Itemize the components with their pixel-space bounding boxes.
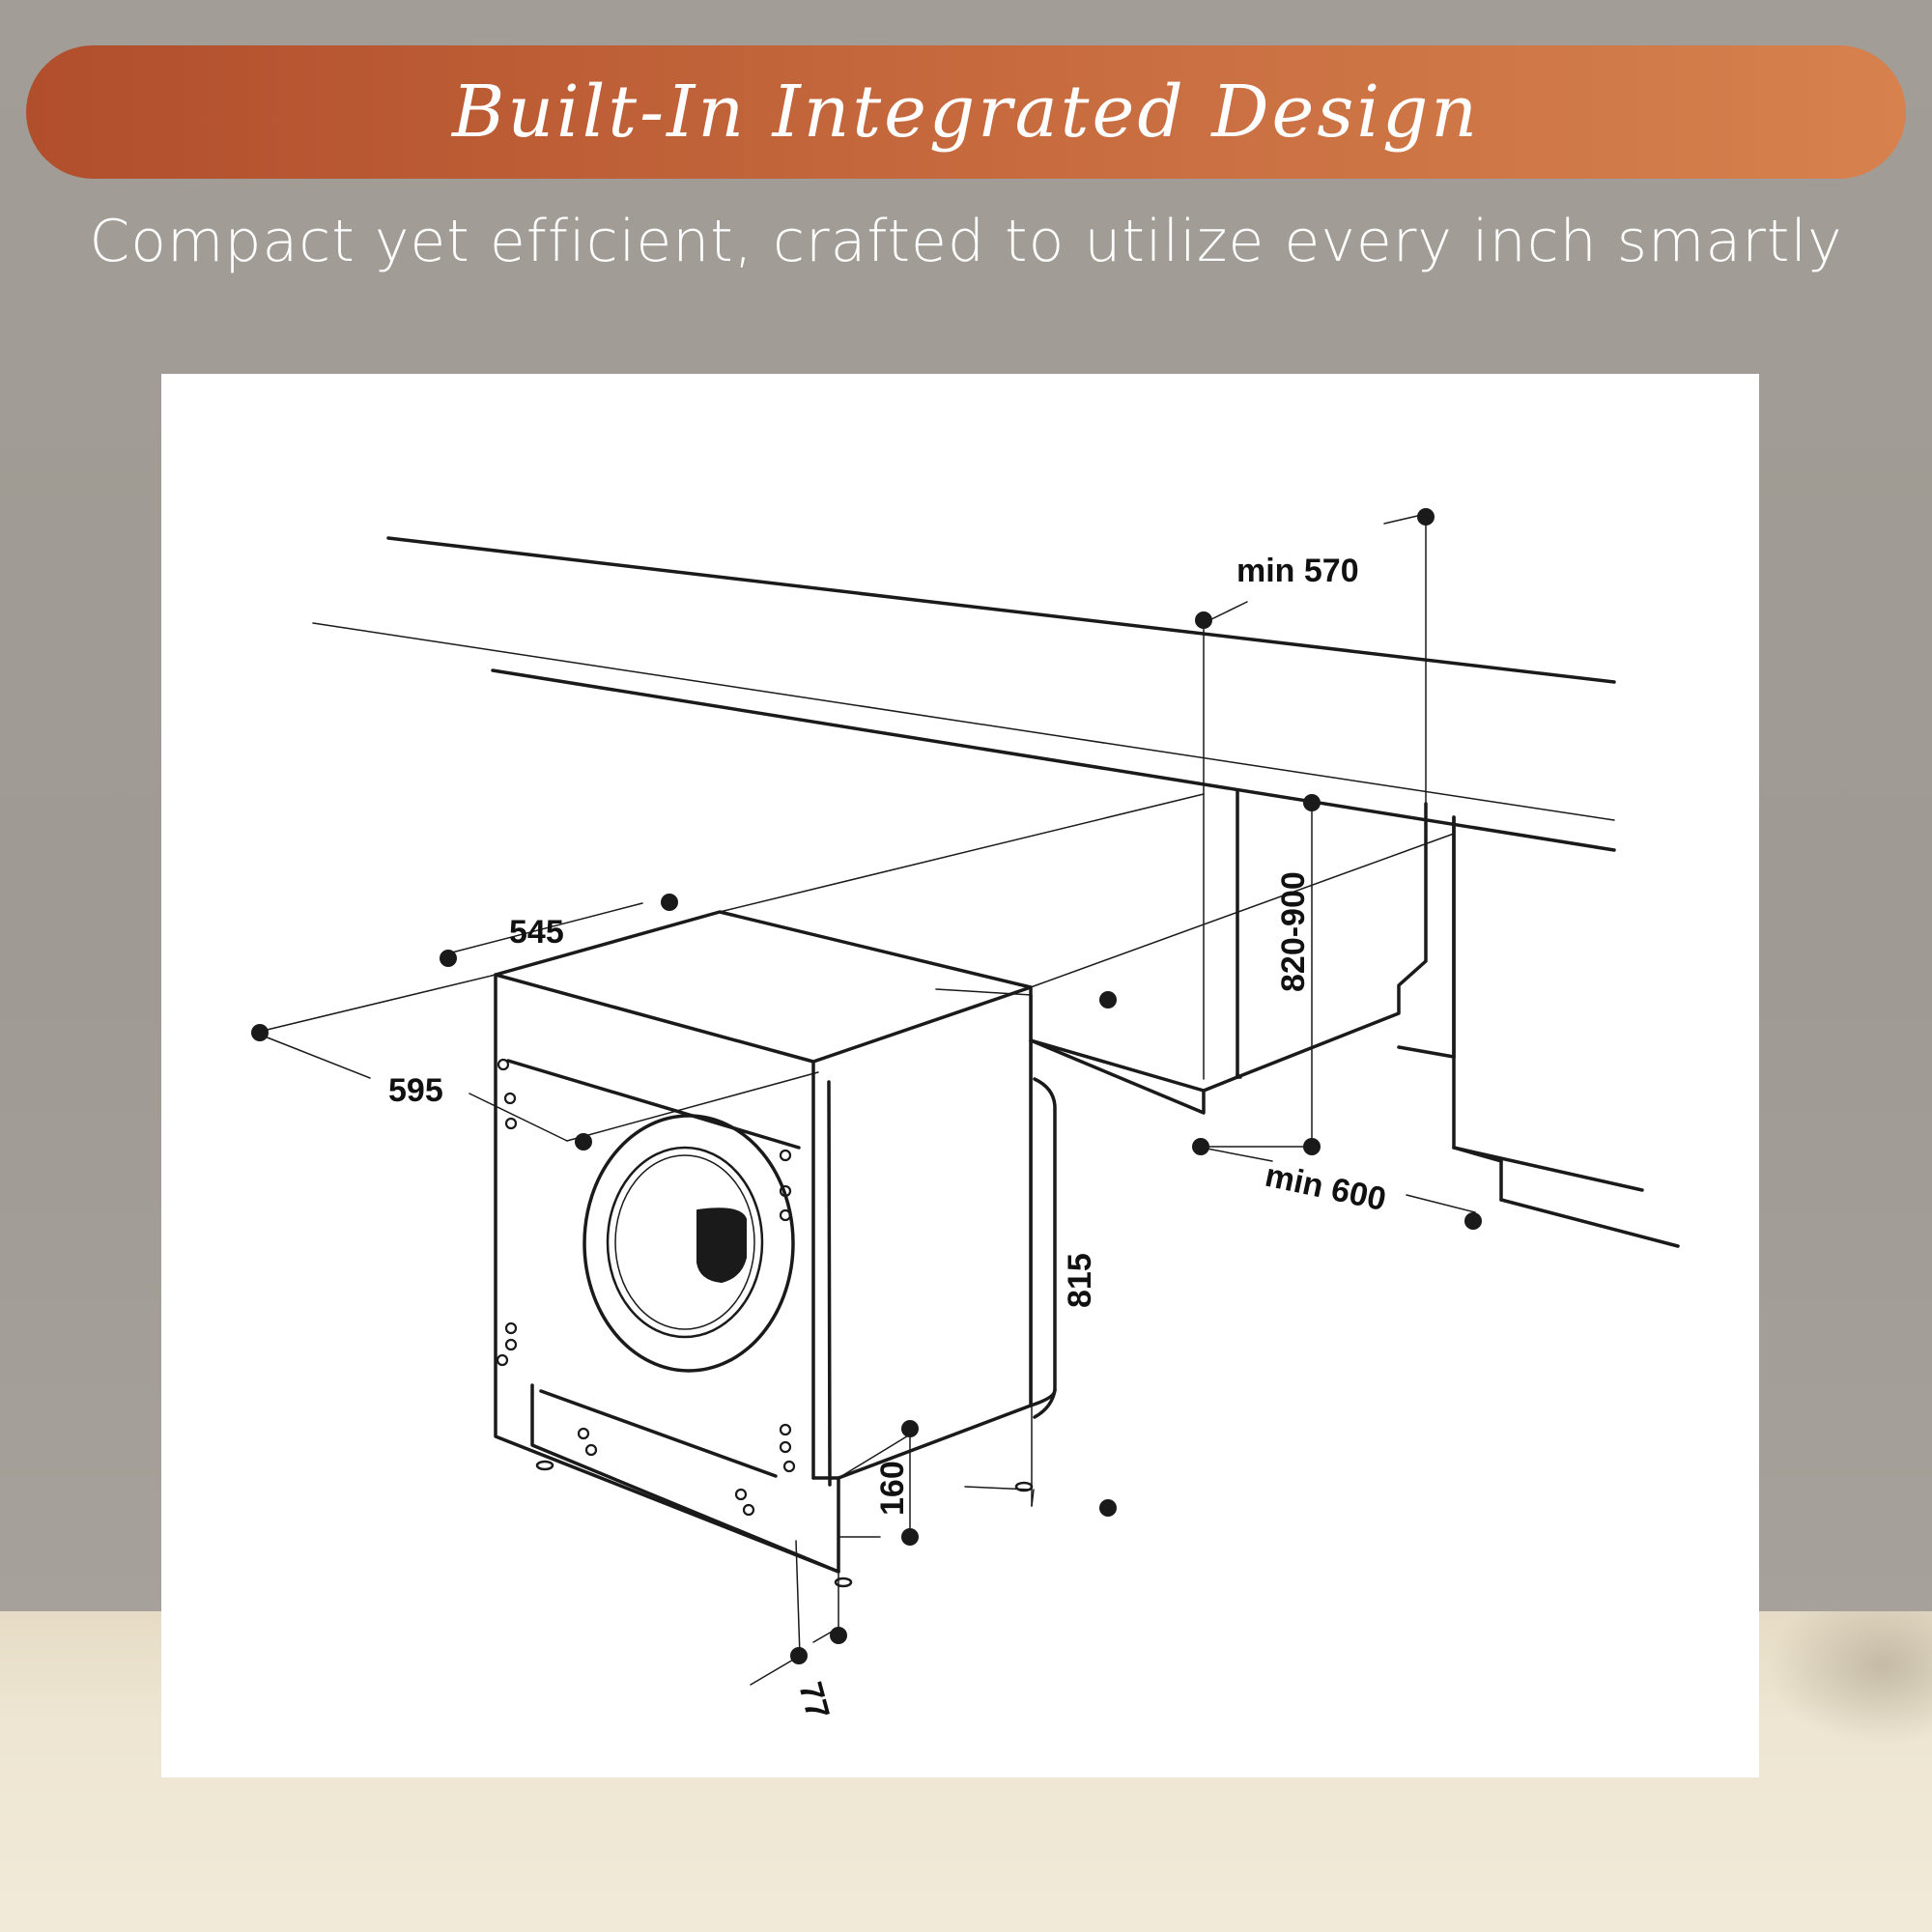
label-820-900: 820-900 <box>1275 871 1312 992</box>
label-min-570: min 570 <box>1236 553 1359 589</box>
diagram-panel: min 570 545 595 820-900 min 600 815 160 … <box>161 374 1759 1777</box>
label-595: 595 <box>388 1072 443 1109</box>
washing-machine <box>494 910 1057 1574</box>
title-banner: Built-In Integrated Design <box>26 45 1906 179</box>
label-min-600: min 600 <box>1262 1157 1389 1218</box>
screw-holes <box>496 1058 796 1517</box>
floor-shadow <box>1768 1611 1932 1747</box>
machine-door <box>582 1114 795 1373</box>
niche-outline <box>1029 789 1680 1248</box>
countertop-lines <box>386 536 1616 852</box>
dimension-dots <box>251 508 1482 1664</box>
dimension-diagram: min 570 545 595 820-900 min 600 815 160 … <box>251 508 1680 1723</box>
label-160: 160 <box>874 1461 911 1516</box>
label-77: 77 <box>791 1678 836 1722</box>
label-545: 545 <box>509 914 564 951</box>
dimension-guide-lines <box>254 513 1476 1686</box>
machine-feet <box>535 1460 1034 1588</box>
subtitle: Compact yet efficient, crafted to utiliz… <box>89 208 1843 275</box>
label-815: 815 <box>1062 1253 1098 1308</box>
door-handle <box>696 1208 747 1283</box>
banner-title: Built-In Integrated Design <box>451 71 1481 154</box>
countertop-edge-thin <box>312 622 1615 821</box>
